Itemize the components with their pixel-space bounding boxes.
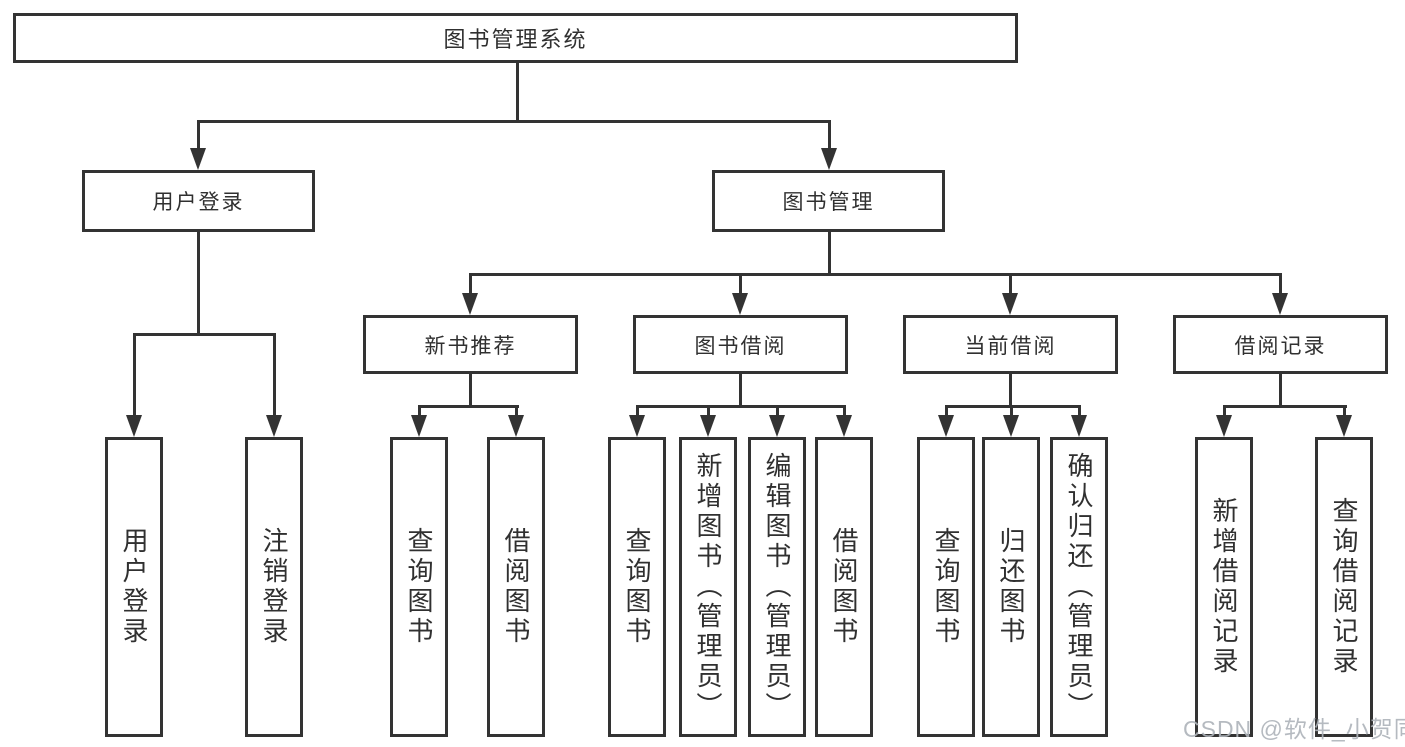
- connector-line: [828, 232, 831, 276]
- leaf-query-books-borrowing: 查询图书: [608, 437, 666, 737]
- node-borrowing-records: 借阅记录: [1173, 315, 1388, 374]
- connector-line: [1279, 273, 1282, 295]
- connector-line: [1223, 405, 1226, 417]
- connector-line: [843, 405, 846, 417]
- arrowhead-down-icon: [1002, 293, 1018, 315]
- arrowhead-down-icon: [821, 148, 837, 170]
- arrowhead-down-icon: [629, 415, 645, 437]
- connector-line: [469, 273, 1282, 276]
- leaf-confirm-return-admin: 确认归还（管理员）: [1050, 437, 1108, 737]
- connector-line: [945, 405, 948, 417]
- leaf-return-books: 归还图书: [982, 437, 1040, 737]
- connector-line: [828, 120, 831, 150]
- arrowhead-down-icon: [190, 148, 206, 170]
- connector-line: [197, 232, 200, 335]
- node-user-login: 用户登录: [82, 170, 315, 232]
- node-new-book-recommendation: 新书推荐: [363, 315, 578, 374]
- arrowhead-down-icon: [126, 415, 142, 437]
- connector-line: [707, 405, 710, 417]
- connector-line: [469, 374, 472, 408]
- connector-line: [469, 273, 472, 295]
- connector-line: [133, 333, 136, 417]
- connector-line: [1010, 405, 1013, 417]
- connector-line: [945, 405, 1081, 408]
- connector-line: [1223, 405, 1347, 408]
- leaf-borrow-books-borrowing: 借阅图书: [815, 437, 873, 737]
- leaf-add-borrow-record: 新增借阅记录: [1195, 437, 1253, 737]
- leaf-query-books-current: 查询图书: [917, 437, 975, 737]
- connector-line: [418, 405, 421, 417]
- arrowhead-down-icon: [1003, 415, 1019, 437]
- connector-line: [516, 63, 519, 120]
- leaf-user-login: 用户登录: [105, 437, 163, 737]
- leaf-query-books-recommend: 查询图书: [390, 437, 448, 737]
- leaf-add-book-admin: 新增图书（管理员）: [679, 437, 737, 737]
- connector-line: [515, 405, 518, 417]
- node-book-borrowing: 图书借阅: [633, 315, 848, 374]
- arrowhead-down-icon: [462, 293, 478, 315]
- arrowhead-down-icon: [1272, 293, 1288, 315]
- arrowhead-down-icon: [1336, 415, 1352, 437]
- connector-line: [1078, 405, 1081, 417]
- arrowhead-down-icon: [508, 415, 524, 437]
- arrowhead-down-icon: [1071, 415, 1087, 437]
- connector-line: [133, 333, 276, 336]
- arrowhead-down-icon: [700, 415, 716, 437]
- leaf-borrow-books-recommend: 借阅图书: [487, 437, 545, 737]
- connector-line: [1009, 273, 1012, 295]
- leaf-query-borrow-record: 查询借阅记录: [1315, 437, 1373, 737]
- arrowhead-down-icon: [266, 415, 282, 437]
- connector-line: [739, 273, 742, 295]
- arrowhead-down-icon: [1216, 415, 1232, 437]
- connector-line: [636, 405, 639, 417]
- node-current-borrowing: 当前借阅: [903, 315, 1118, 374]
- arrowhead-down-icon: [411, 415, 427, 437]
- watermark: CSDN @软件_小贺同学: [1183, 716, 1405, 742]
- leaf-edit-book-admin: 编辑图书（管理员）: [748, 437, 806, 737]
- connector-line: [1009, 374, 1012, 408]
- node-library-management-system: 图书管理系统: [13, 13, 1018, 63]
- connector-line: [1279, 374, 1282, 408]
- connector-line: [636, 405, 846, 408]
- arrowhead-down-icon: [769, 415, 785, 437]
- arrowhead-down-icon: [732, 293, 748, 315]
- arrowhead-down-icon: [836, 415, 852, 437]
- connector-line: [776, 405, 779, 417]
- connector-line: [197, 120, 831, 123]
- connector-line: [739, 374, 742, 408]
- leaf-logout-login: 注销登录: [245, 437, 303, 737]
- connector-line: [273, 333, 276, 417]
- connector-line: [418, 405, 519, 408]
- connector-line: [1343, 405, 1346, 417]
- arrowhead-down-icon: [938, 415, 954, 437]
- connector-line: [197, 120, 200, 150]
- node-book-management: 图书管理: [712, 170, 945, 232]
